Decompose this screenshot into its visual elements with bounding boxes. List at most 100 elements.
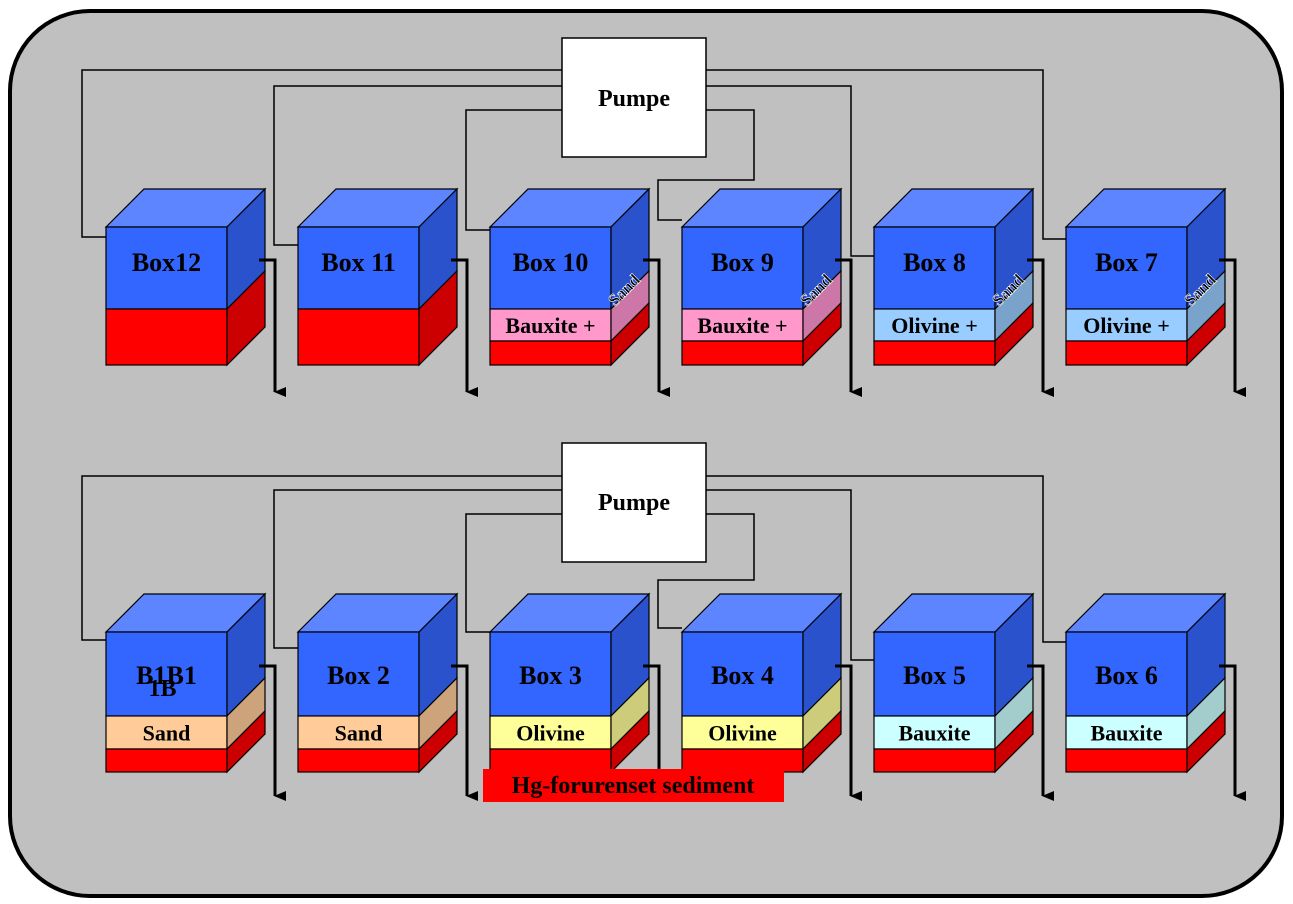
top-pipe-network bbox=[81, 69, 1066, 257]
box-sediment-front bbox=[297, 308, 420, 366]
box-layer-front bbox=[105, 715, 228, 750]
bottom-pipe-network bbox=[81, 475, 1085, 661]
box-sediment-side bbox=[226, 709, 266, 774]
box-sediment-front bbox=[1065, 340, 1188, 366]
box-label: Box 11 bbox=[321, 248, 395, 277]
box-bottom_row-1: Box 2 Sand bbox=[296, 592, 478, 801]
box-sediment-side bbox=[418, 709, 458, 774]
pipe-box1 bbox=[81, 475, 562, 641]
outflow-arrow bbox=[643, 258, 670, 397]
box-label: B1B1 bbox=[136, 661, 197, 690]
box-sediment-front bbox=[489, 748, 612, 773]
box-label: Box12 bbox=[132, 248, 201, 277]
pipe-box6 bbox=[706, 475, 1085, 643]
pipe-box11 bbox=[273, 85, 562, 246]
caption-label: Hg-forurenset sediment bbox=[512, 773, 755, 799]
box-bottom_row-2: Box 3 Olivine bbox=[488, 592, 670, 801]
pipe-box5 bbox=[706, 489, 874, 661]
pump-bottom-label: Pumpe bbox=[598, 490, 670, 516]
outflow-arrow bbox=[259, 664, 286, 801]
box-layer-front bbox=[681, 715, 804, 750]
outflow-arrow bbox=[835, 664, 862, 801]
box-water-front bbox=[489, 226, 612, 310]
box-sediment-side bbox=[802, 709, 842, 774]
box-sediment-side bbox=[418, 269, 458, 367]
pump-bottom-body bbox=[561, 442, 707, 563]
pump-top: Pumpe bbox=[561, 37, 707, 158]
pipe-box9 bbox=[657, 109, 755, 221]
box-label: Box 7 bbox=[1095, 248, 1158, 277]
box-sediment-side bbox=[994, 709, 1034, 774]
box-layer-label: Sand bbox=[335, 721, 383, 746]
outflow-arrow bbox=[1219, 664, 1246, 801]
caption-background bbox=[483, 769, 784, 802]
box-sediment-front bbox=[873, 748, 996, 773]
box-sediment-front bbox=[105, 748, 228, 773]
outflow-arrow bbox=[835, 258, 862, 397]
box-layer-label: Olivine + bbox=[891, 313, 978, 338]
box-sediment-side bbox=[802, 301, 842, 367]
box-bottom_row-4: Box 5 Bauxite bbox=[872, 592, 1054, 801]
box-top_row-1: Box 11 bbox=[296, 187, 478, 397]
box-layer-label: Bauxite + bbox=[505, 313, 595, 338]
box-sediment-front bbox=[105, 308, 228, 366]
box-label: Box 9 bbox=[711, 248, 774, 277]
box-layer-front bbox=[297, 715, 420, 750]
box-water-front bbox=[1065, 226, 1188, 310]
box-sediment-side bbox=[226, 269, 266, 367]
box-sediment-front bbox=[1065, 748, 1188, 773]
box-water-front bbox=[1065, 631, 1188, 717]
box-label: Box 10 bbox=[513, 248, 589, 277]
pipe-box10 bbox=[465, 109, 562, 231]
box-label-overlay: 1B bbox=[148, 676, 176, 702]
box-sediment-side bbox=[994, 301, 1034, 367]
box-layer-label: Sand bbox=[143, 721, 191, 746]
box-label: Box 2 bbox=[327, 661, 390, 690]
pipe-box8 bbox=[706, 85, 874, 257]
box-layer-label: Olivine bbox=[516, 721, 585, 746]
box-label: Box 3 bbox=[519, 661, 582, 690]
box-sediment-side bbox=[610, 709, 650, 774]
box-top_row-0: Box12 bbox=[104, 187, 286, 397]
pipe-box4 bbox=[657, 513, 755, 629]
box-water-front bbox=[489, 631, 612, 717]
outflow-arrow bbox=[643, 664, 670, 801]
outflow-arrow bbox=[1219, 258, 1246, 397]
box-layer-label: Olivine + bbox=[1083, 313, 1170, 338]
pump-bottom: Pumpe bbox=[561, 442, 707, 563]
outflow-arrow bbox=[259, 258, 286, 397]
box-layer-label: Bauxite bbox=[1090, 721, 1162, 746]
pump-top-label: Pumpe bbox=[598, 86, 670, 112]
outflow-arrow bbox=[1027, 664, 1054, 801]
box-layer-label: Bauxite bbox=[898, 721, 970, 746]
pipe-box7 bbox=[706, 69, 1066, 240]
box-layer-label: Bauxite + bbox=[697, 313, 787, 338]
box-sediment-front bbox=[489, 340, 612, 366]
box-label: Box 5 bbox=[903, 661, 966, 690]
box-sediment-side bbox=[1186, 301, 1226, 367]
box-water-front bbox=[681, 226, 804, 310]
outflow-arrow bbox=[451, 664, 478, 801]
box-water-front bbox=[105, 631, 228, 717]
box-label: Box 8 bbox=[903, 248, 966, 277]
box-sediment-side bbox=[1186, 709, 1226, 774]
box-layer-label: Olivine bbox=[708, 721, 777, 746]
outflow-arrow bbox=[1027, 258, 1054, 397]
box-layer-front bbox=[873, 308, 996, 342]
pipe-box2 bbox=[273, 489, 562, 649]
pipe-box3 bbox=[465, 513, 562, 633]
box-sediment-front bbox=[297, 748, 420, 773]
pump-top-body bbox=[561, 37, 707, 158]
box-layer-front bbox=[873, 715, 996, 750]
pipe-box12 bbox=[81, 69, 562, 238]
box-sediment-front bbox=[681, 340, 804, 366]
